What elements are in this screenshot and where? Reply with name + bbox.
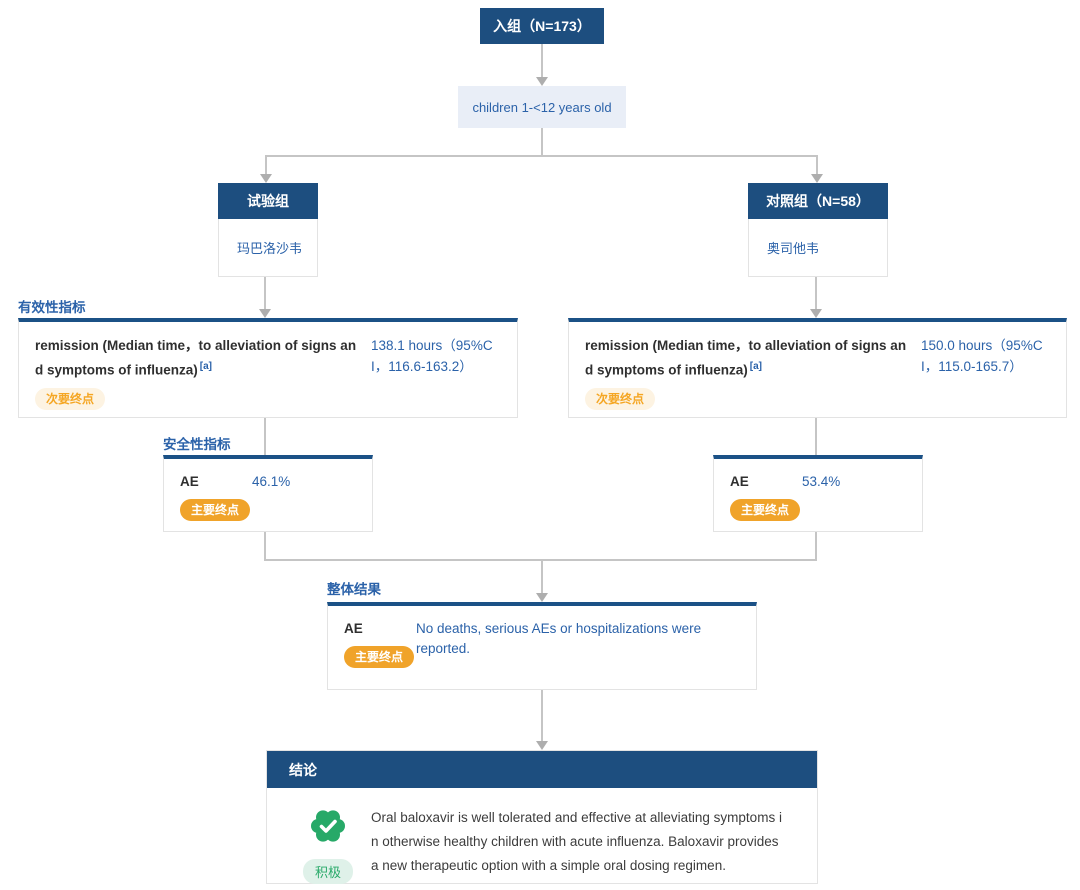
connector-enroll-population (541, 44, 543, 78)
safety-panel-test: AE 主要终点 46.1% (163, 455, 373, 532)
overall-section-label: 整体结果 (327, 582, 381, 597)
control-group-body: 奥司他韦 (748, 219, 888, 277)
primary-endpoint-badge: 主要终点 (344, 646, 415, 668)
connector-test-safety (264, 418, 266, 455)
overall-endpoint-name: AE 主要终点 (344, 619, 416, 668)
population-node: children 1-<12 years old (458, 86, 626, 128)
primary-endpoint-badge: 主要终点 (180, 499, 251, 521)
arrowhead-control-group (811, 174, 823, 183)
connector-split-left (265, 155, 267, 175)
secondary-endpoint-badge: 次要终点 (35, 387, 106, 410)
arrowhead-overall (536, 593, 548, 602)
efficacy-section-label: 有效性指标 (18, 300, 86, 315)
connector-overall-conclusion (541, 690, 543, 742)
efficacy-value-control: 150.0 hours（95%CI，115.0-165.7） (921, 338, 1043, 374)
connector-split (266, 155, 818, 157)
footnote-ref[interactable]: [a] (749, 361, 762, 372)
test-group-body: 玛巴洛沙韦 (218, 219, 318, 277)
seal-check-icon (308, 806, 348, 851)
enrollment-label: 入组（N=173） (493, 18, 591, 34)
control-group-drug: 奥司他韦 (767, 241, 820, 256)
population-label: children 1-<12 years old (472, 99, 612, 115)
efficacy-endpoint-name: remission (Median time，to alleviation of… (585, 335, 907, 410)
conclusion-body: 积极 Oral baloxavir is well tolerated and … (267, 788, 817, 890)
safety-endpoint-name: AE 主要终点 (730, 472, 802, 521)
conclusion-text: Oral baloxavir is well tolerated and eff… (371, 810, 782, 873)
safety-endpoint-text: AE (730, 474, 749, 489)
control-group-header: 对照组（N=58） (748, 183, 888, 219)
footnote-ref[interactable]: [a] (199, 361, 212, 372)
control-group-title: 对照组（N=58） (766, 193, 870, 209)
primary-endpoint-badge: 主要终点 (730, 499, 801, 521)
control-group-node: 对照组（N=58） 奥司他韦 (748, 183, 888, 277)
sentiment-badge: 积极 (302, 859, 353, 884)
safety-section-label: 安全性指标 (163, 437, 231, 452)
test-group-title: 试验组 (247, 193, 289, 209)
arrowhead-test-group (260, 174, 272, 183)
connector-test-merge (264, 532, 266, 561)
efficacy-endpoint-name: remission (Median time，to alleviation of… (35, 335, 357, 410)
safety-value-control: 53.4% (802, 474, 841, 489)
conclusion-title: 结论 (289, 761, 317, 778)
safety-endpoint-text: AE (180, 474, 199, 489)
safety-endpoint-name: AE 主要终点 (180, 472, 252, 521)
efficacy-panel-test: remission (Median time，to alleviation of… (18, 318, 518, 418)
arrowhead-population (536, 77, 548, 86)
connector-split-right (816, 155, 818, 175)
conclusion-panel: 结论 (266, 750, 818, 884)
conclusion-sentiment: 积极 (285, 806, 371, 884)
test-group-node: 试验组 玛巴洛沙韦 (218, 183, 318, 277)
efficacy-endpoint-text: remission (Median time，to alleviation of… (585, 338, 907, 378)
efficacy-panel-control: remission (Median time，to alleviation of… (568, 318, 1067, 418)
connector-control-safety (815, 418, 817, 455)
connector-control-merge (815, 532, 817, 561)
secondary-endpoint-badge: 次要终点 (585, 387, 656, 410)
overall-panel: AE 主要终点 No deaths, serious AEs or hospit… (327, 602, 757, 690)
conclusion-header: 结论 (267, 751, 817, 788)
connector-control-efficacy (815, 277, 817, 310)
arrowhead-test-efficacy (259, 309, 271, 318)
connector-test-efficacy (264, 277, 266, 310)
enrollment-node: 入组（N=173） (480, 8, 604, 44)
arrowhead-conclusion (536, 741, 548, 750)
test-group-header: 试验组 (218, 183, 318, 219)
efficacy-endpoint-text: remission (Median time，to alleviation of… (35, 338, 357, 378)
overall-value: No deaths, serious AEs or hospitalizatio… (416, 621, 702, 656)
test-group-drug: 玛巴洛沙韦 (237, 241, 303, 256)
safety-value-test: 46.1% (252, 474, 291, 489)
connector-merge-overall (541, 559, 543, 594)
connector-population-stem (541, 128, 543, 157)
efficacy-value-test: 138.1 hours（95%CI，116.6-163.2） (371, 338, 493, 374)
overall-endpoint-text: AE (344, 621, 363, 636)
arrowhead-control-efficacy (810, 309, 822, 318)
safety-panel-control: AE 主要终点 53.4% (713, 455, 923, 532)
